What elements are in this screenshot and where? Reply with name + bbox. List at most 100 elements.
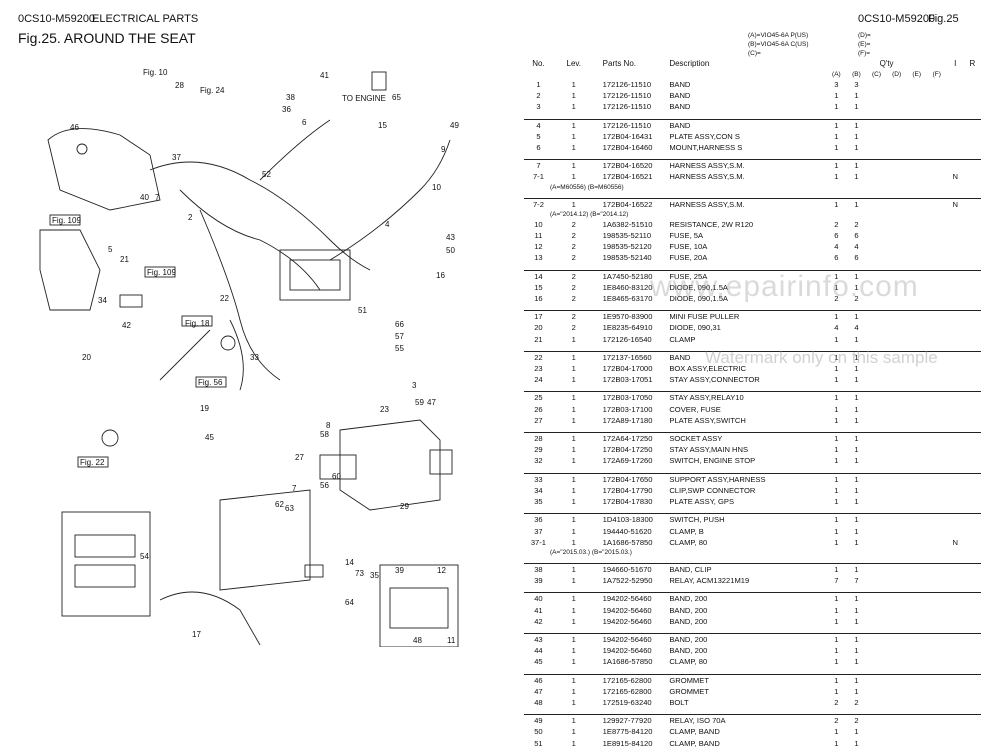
relay-block-1 [74, 534, 136, 558]
harness-branch-4 [329, 139, 451, 261]
row-i [946, 673, 964, 686]
row-qty-a: 1 [834, 616, 839, 626]
row-qty-b: 1 [854, 404, 859, 414]
model-codes-right: (D)= (E)= (F)= [858, 31, 871, 58]
row-qty-b: 1 [846, 472, 867, 485]
row-qty-a: 1 [834, 526, 839, 536]
callout-59: 59 [415, 398, 424, 407]
row-lev: 1 [571, 497, 576, 507]
row-description: HARNESS ASSY,S.M. [669, 159, 827, 172]
row-no: 16 [534, 294, 543, 304]
row-lev: 1 [571, 657, 576, 667]
row-lev: 1 [571, 404, 576, 414]
row-i [947, 485, 964, 496]
row-qty-b: 2 [854, 697, 859, 707]
callout-47: 47 [427, 398, 436, 407]
row-parts-no: 172B04-16522 [594, 197, 670, 210]
row-qty-b: 4 [854, 323, 859, 333]
row-i [947, 404, 964, 415]
row-no: 4 [524, 118, 553, 131]
row-no: 15 [534, 282, 543, 292]
row-lev: 1 [571, 91, 576, 101]
row-qty-b: 1 [846, 350, 867, 364]
row-no: 17 [524, 310, 553, 323]
serial-note-row: (A=M60556) (B=M60556) [550, 183, 624, 191]
row-i [947, 241, 964, 252]
row-qty-a: 1 [834, 375, 839, 385]
row-parts-no: 172126-11510 [602, 80, 652, 89]
row-qty-a: 1 [834, 445, 839, 455]
row-qty-a: 1 [834, 605, 839, 615]
row-lev: 1 [552, 592, 595, 605]
row-parts-no: 129927-77920 [594, 714, 670, 727]
row-description: BAND, 200 [669, 616, 708, 626]
row-description: PLATE ASSY, GPS [669, 497, 735, 507]
row-no: 11 [534, 231, 543, 241]
row-lev: 1 [552, 118, 595, 131]
row-parts-no: 1E8465-63170 [602, 294, 653, 304]
to-engine-label: TO ENGINE [342, 94, 386, 103]
row-no: 25 [524, 391, 553, 404]
row-no: 42 [534, 616, 543, 626]
row-lev: 1 [571, 143, 576, 153]
row-qty-a: 1 [826, 562, 847, 576]
seat-outline [47, 128, 161, 211]
row-parts-no: 172137-16560 [594, 350, 670, 364]
row-i [947, 363, 964, 374]
callout-2: 2 [188, 213, 193, 222]
row-parts-no: 1A1686-57850 [602, 657, 653, 667]
row-qty-b: 6 [854, 253, 859, 263]
callout-56: 56 [320, 481, 329, 490]
row-no: 10 [534, 219, 543, 229]
row-qty-a: 1 [826, 350, 847, 364]
row-i [947, 322, 964, 333]
row-qty-a: 3 [834, 80, 839, 89]
row-lev: 1 [571, 526, 576, 536]
row-qty-b: 1 [846, 391, 867, 404]
row-no: 20 [534, 323, 543, 333]
row-lev: 1 [552, 632, 595, 646]
row-no: 12 [534, 242, 543, 252]
row-i [947, 444, 964, 455]
row-qty-b: 1 [854, 727, 859, 737]
row-lev: 1 [571, 616, 576, 626]
row-no: 32 [534, 456, 543, 466]
fig-ref-10: Fig. 10 [143, 68, 168, 77]
row-i [947, 90, 964, 101]
row-qty-a: 1 [834, 497, 839, 507]
row-qty-a: 1 [826, 159, 847, 172]
row-description: BAND, 200 [669, 605, 708, 615]
row-description: RELAY, ACM13221M19 [669, 576, 750, 586]
model-code-d: (D)= [858, 32, 871, 39]
row-qty-a: 1 [826, 592, 847, 605]
row-description: PLATE ASSY,SWITCH [669, 415, 746, 425]
row-no: 49 [524, 714, 553, 727]
callout-39: 39 [395, 566, 404, 575]
model-code-c: (C)= [748, 50, 761, 57]
row-description: SWITCH, PUSH [669, 513, 827, 526]
serial-note-row: (A="2015.03.) (B="2015.03.) [550, 548, 632, 556]
callout-4: 4 [385, 220, 390, 229]
callout-20: 20 [82, 353, 91, 362]
callout-34: 34 [98, 296, 107, 305]
model-code-b: (B)=VIO45-6A C(US) [748, 41, 809, 48]
row-lev: 1 [552, 391, 595, 404]
model-code-f: (F)= [858, 50, 871, 57]
callout-50: 50 [446, 246, 455, 255]
row-no: 29 [534, 445, 543, 455]
row-parts-no: 172126-11510 [602, 102, 652, 112]
row-no: 27 [534, 415, 543, 425]
row-qty-a: 1 [834, 282, 839, 292]
row-qty-b: 1 [846, 432, 867, 445]
row-lev: 2 [571, 253, 576, 263]
row-qty-a: 1 [834, 456, 839, 466]
